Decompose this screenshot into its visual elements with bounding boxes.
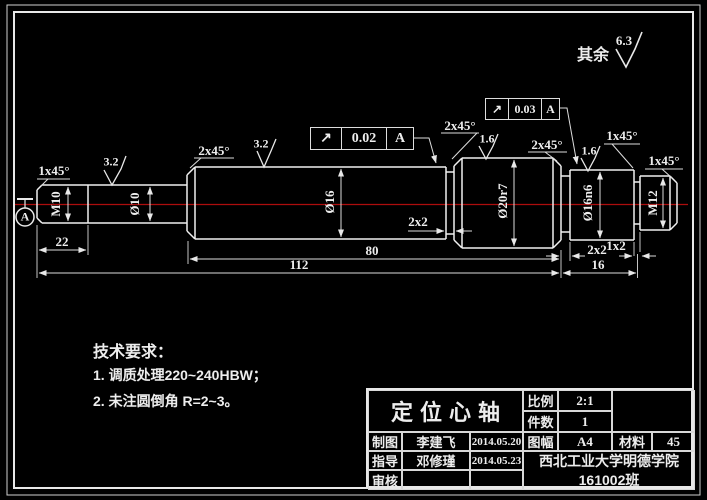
roughness-value-3: 1.6 (479, 131, 495, 146)
chamfer-label-6: 1x45° (648, 153, 680, 168)
tolerance1-value: 0.02 (341, 128, 386, 149)
chamfer-label-3: 2x45° (444, 118, 476, 133)
audit-date-empty (470, 470, 523, 490)
audit-name-empty (402, 470, 470, 490)
dim-groove-2x2-right: 2x2 (587, 242, 607, 257)
datum-label: A (20, 209, 30, 224)
quantity-label: 件数 (523, 411, 558, 432)
school-name: 西北工业大学明德学院 (539, 452, 679, 469)
roughness-symbols (103, 31, 643, 187)
dim-80: 80 (365, 243, 379, 258)
advisor-label: 指导 (368, 451, 402, 470)
tolerance1-leader (412, 137, 437, 164)
chamfer-leaders (37, 132, 683, 187)
sheet-border (6, 4, 701, 496)
dim-112: 112 (289, 257, 309, 272)
shaft-outline (36, 157, 678, 249)
tolerance2-datum: A (541, 99, 559, 119)
surface-note-value: 6.3 (615, 33, 633, 48)
tech-requirement-1: 1. 调质处理220~240HBW； (93, 367, 267, 383)
drawn-date: 2014.05.20 (470, 432, 523, 451)
drawing-title: 定位心轴 (368, 390, 523, 432)
dim-22: 22 (55, 234, 69, 249)
surface-note-prefix: 其余 (576, 47, 610, 64)
drawn-by-name: 李建飞 (402, 432, 470, 451)
tolerance1-datum: A (386, 128, 413, 149)
chamfer-label-5: 1x45° (606, 128, 638, 143)
tech-requirement-2: 2. 未注圆倒角 R=2~3。 (93, 393, 239, 409)
dim-16: 16 (591, 257, 605, 272)
length-dimension-lines (38, 227, 656, 277)
diameter-dimension-lines (64, 159, 667, 247)
quantity-value: 1 (558, 411, 612, 432)
drawn-by-label: 制图 (368, 432, 402, 451)
scale-label: 比例 (523, 390, 558, 411)
audit-label: 审核 (368, 470, 402, 490)
chamfer-label-2: 2x45° (198, 143, 230, 158)
advisor-name: 邓修瑾 (402, 451, 470, 470)
title-block-empty-cell (612, 390, 695, 432)
chamfer-label-4: 2x45° (531, 137, 563, 152)
section-label-d10: Ø10 (127, 192, 142, 216)
scale-value: 2:1 (558, 390, 612, 411)
section-label-m12: M12 (645, 190, 660, 216)
section-label-d20r7: Ø20r7 (495, 183, 510, 219)
tech-requirements-heading: 技术要求： (93, 344, 174, 361)
section-label-d16n6: Ø16n6 (580, 184, 595, 222)
extension-lines (36, 225, 641, 278)
section-label-m10: M10 (48, 191, 63, 217)
advisor-date: 2014.05.23 (470, 451, 523, 470)
tolerance-frame-2: ↗ 0.03 A (485, 98, 560, 120)
sheet-format-value: A4 (558, 432, 612, 451)
sheet-format-label: 图幅 (523, 432, 558, 451)
roughness-value-2: 3.2 (253, 136, 269, 151)
datum-symbol (15, 198, 35, 227)
material-value: 45 (652, 432, 695, 451)
tolerance-frame-1: ↗ 0.02 A (310, 127, 414, 150)
section-label-d16: Ø16 (322, 190, 337, 214)
class-name: 161002班 (578, 471, 640, 488)
title-block: 定位心轴 比例 2:1 件数 1 制图 李建飞 2014.05.20 图幅 A4… (366, 388, 695, 490)
material-label: 材料 (612, 432, 652, 451)
chamfer-label-1: 1x45° (38, 163, 70, 178)
runout-icon: ↗ (491, 101, 503, 116)
dim-groove-2x2-mid: 2x2 (408, 214, 428, 229)
school-cell: 西北工业大学明德学院 161002班 (523, 451, 695, 490)
roughness-value-4: 1.6 (581, 143, 597, 158)
tolerance2-value: 0.03 (508, 99, 541, 119)
runout-icon: ↗ (320, 131, 332, 146)
roughness-value-1: 3.2 (103, 154, 119, 169)
dim-groove-1x2: 1x2 (606, 238, 626, 253)
